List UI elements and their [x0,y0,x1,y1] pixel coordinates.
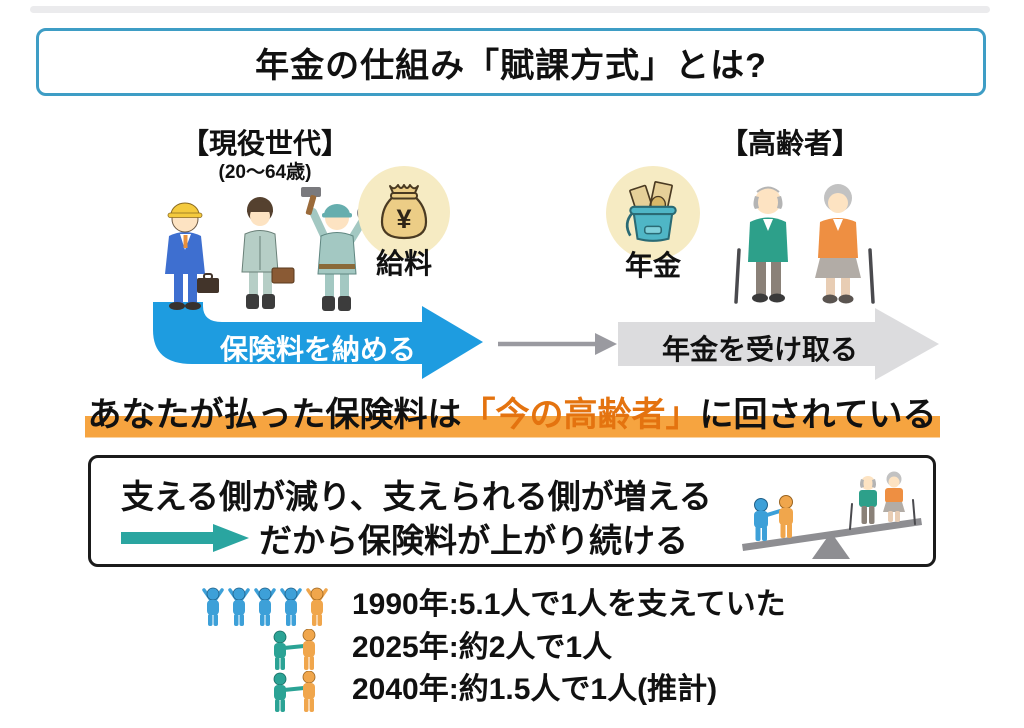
receive-arrow-label: 年金を受け取る [661,334,858,365]
summary-line1: 支える側が減り、支えられる側が増える [121,478,712,515]
workers-illustration [165,187,373,311]
seesaw-illustration [742,471,922,559]
yen-symbol: ¥ [396,204,411,234]
stat-2025: 2025年:約2人で1人 [352,631,613,664]
pay-arrow [153,302,483,379]
workers-heading: 【現役世代】 [180,128,349,159]
pension-label: 年金 [624,250,681,281]
cause-arrow-icon [121,524,249,552]
senior-woman-figure [815,184,875,304]
workers-age-range: (20〜64歳) [218,162,312,183]
seniors-heading: 【高齢者】 [719,128,860,159]
headline: あなたが払った保険料は「今の高齢者」に回されている [84,391,940,439]
businessman-figure [165,202,219,310]
pair-supporters-icon [273,629,316,670]
flow-connector-arrow [498,333,617,355]
money-bag-icon: ¥ [380,184,428,240]
pair-supporters-icon [273,671,316,712]
seesaw-senior-figures [849,471,916,530]
stat-2040: 2040年:約1.5人で1人(推計) [352,673,718,706]
seesaw-young-figures [754,495,793,541]
salary-circle: ¥ [358,166,450,258]
top-divider [30,6,990,13]
senior-man-figure [734,186,788,304]
page-title: 年金の仕組み「賦課方式」とは? [255,46,767,85]
stat-1990: 1990年:5.1人で1人を支えていた [352,588,786,621]
repairman-figure [301,187,373,311]
pay-arrow-label: 保険料を納める [219,334,416,365]
pension-bucket-icon [625,181,677,242]
headline-prefix: あなたが払った保険料は [87,396,462,434]
five-supporters-icon [202,587,328,626]
title-box: 年金の仕組み「賦課方式」とは? [36,28,986,96]
headline-suffix: に回されている [699,396,937,434]
headline-emphasis: 「今の高齢者」 [461,396,700,434]
tradeswoman-figure [241,197,295,309]
receive-arrow [618,308,939,380]
summary-line2: だから保険料が上がり続ける [259,522,688,559]
summary-box: 支える側が減り、支えられる側が増える だから保険料が上がり続ける [88,455,936,567]
pension-circle [606,166,700,260]
salary-label: 給料 [375,248,432,279]
seniors-illustration [734,184,875,304]
